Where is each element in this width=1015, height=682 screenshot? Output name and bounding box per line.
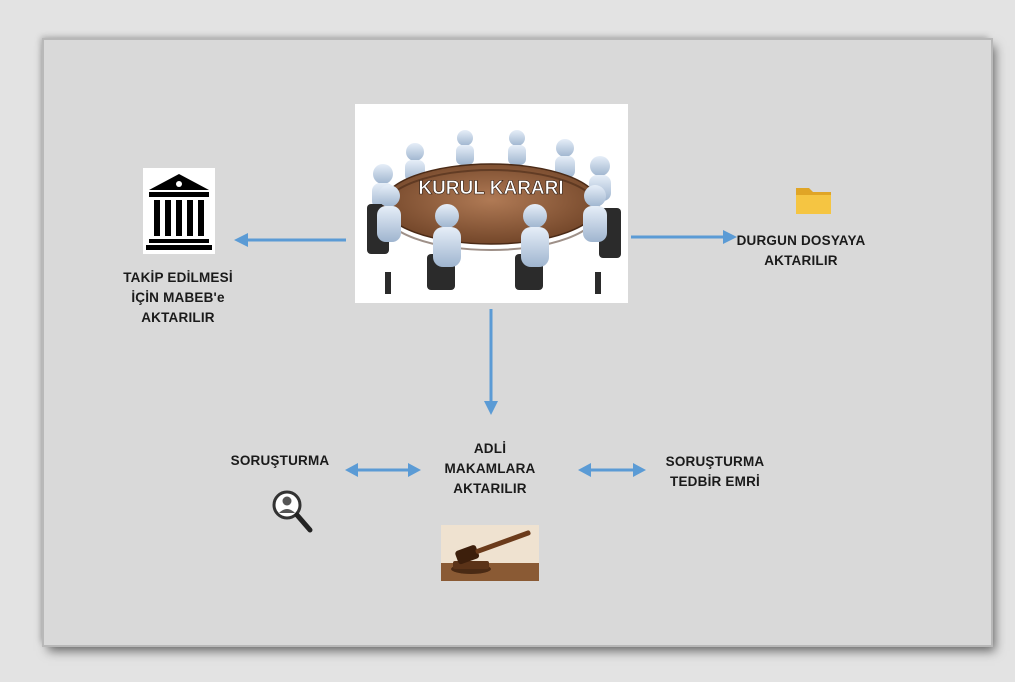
left-label-line: TAKİP EDİLMESİ [123, 270, 233, 285]
bottom-center-label: ADLİ MAKAMLARA AKTARILIR [420, 439, 560, 499]
right-label: DURGUN DOSYAYA AKTARILIR [726, 231, 876, 271]
bottom-center-line: MAKAMLARA [444, 461, 536, 476]
bottom-left-label: SORUŞTURMA [212, 451, 348, 471]
building-icon [143, 168, 215, 254]
left-label-line: AKTARILIR [141, 310, 215, 325]
gavel-icon [441, 525, 539, 581]
meeting-illustration: KURUL KARARI [367, 130, 621, 294]
bottom-left-text: SORUŞTURMA [230, 453, 330, 468]
bottom-right-line: TEDBİR EMRİ [670, 474, 760, 489]
arrow-down [484, 309, 498, 415]
bottom-right-line: SORUŞTURMA [665, 454, 765, 469]
right-label-line: AKTARILIR [764, 253, 838, 268]
folder-icon [794, 182, 834, 218]
arrow-double-right [578, 463, 646, 477]
left-label: TAKİP EDİLMESİ İÇİN MABEB'e AKTARILIR [88, 268, 268, 328]
right-label-line: DURGUN DOSYAYA [736, 233, 866, 248]
arrow-double-left [345, 463, 421, 477]
arrow-right [631, 230, 737, 244]
arrow-left [234, 233, 346, 247]
bottom-right-label: SORUŞTURMA TEDBİR EMRİ [640, 452, 790, 492]
meeting-image: KURUL KARARI [355, 104, 628, 303]
bottom-center-line: ADLİ [473, 441, 507, 456]
bottom-center-line: AKTARILIR [453, 481, 527, 496]
left-label-line: İÇİN MABEB'e [131, 290, 225, 305]
magnifier-icon [270, 488, 314, 534]
meeting-title: KURUL KARARI [418, 178, 563, 199]
